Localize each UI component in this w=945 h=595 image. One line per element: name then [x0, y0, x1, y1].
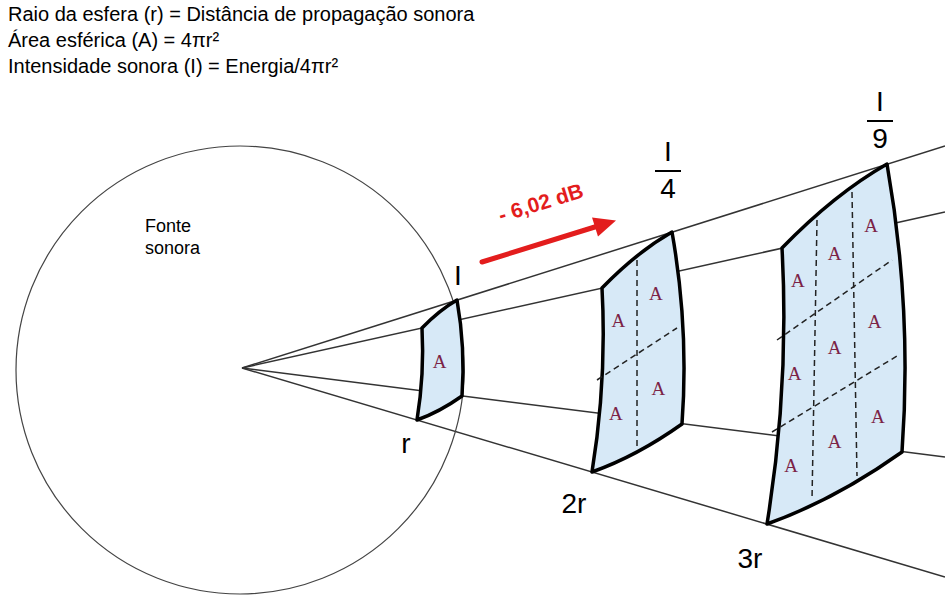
distance-label: 3r [738, 545, 763, 573]
source-label: Fonte sonora [145, 216, 219, 259]
sphere-circle: Fonte sonora [15, 145, 465, 595]
formula-line: Área esférica (A) = 4πr² [8, 30, 219, 50]
area-letter: A [828, 432, 842, 451]
sphere-patch: A [405, 288, 476, 432]
sphere-patch: A A A A [580, 220, 696, 484]
formula-line: Intensidade sonora (I) = Energia/4πr² [8, 56, 338, 76]
grid-line [852, 192, 857, 476]
fraction-bar [655, 170, 681, 172]
grid-line [597, 328, 677, 380]
area-letter: A [791, 271, 805, 290]
patch-group [592, 232, 684, 472]
grid-line [636, 260, 638, 448]
intensity-label: I [454, 262, 462, 290]
area-letter: A [788, 364, 802, 383]
patch-outline [592, 232, 684, 472]
distance-label: r [401, 430, 410, 458]
sphere-outline [16, 146, 464, 594]
area-letter: A [864, 216, 878, 235]
fraction-bar [867, 120, 893, 122]
sphere-patch: A A A A A A A A A [755, 152, 916, 536]
patch-outline [767, 164, 905, 524]
patch-shape [580, 220, 696, 484]
fraction-denominator: 4 [660, 175, 676, 203]
circle-outline [15, 145, 465, 595]
area-letter: A [828, 338, 842, 357]
area-letter: A [649, 284, 663, 303]
area-letter: A [651, 379, 665, 398]
patch-group [767, 164, 905, 524]
patch-group [417, 300, 463, 420]
distance-label: 2r [562, 490, 587, 518]
grid-line [777, 260, 892, 340]
area-letter: A [609, 404, 623, 423]
area-letter: A [868, 312, 882, 331]
area-letter: A [611, 311, 625, 330]
area-letter: A [784, 456, 798, 475]
grid-line [772, 356, 897, 432]
patch-outline [417, 300, 463, 420]
grid-line [812, 220, 817, 500]
arrow-head [592, 218, 616, 237]
fraction-denominator: 9 [872, 125, 888, 153]
attenuation-label: - 6,02 dB [496, 179, 586, 225]
area-letter: A [871, 407, 885, 426]
fraction-numerator: I [664, 138, 672, 166]
fraction-numerator: I [876, 88, 884, 116]
attenuation-arrow [482, 226, 598, 262]
area-letter: A [433, 352, 447, 371]
area-letter: A [828, 244, 842, 263]
formula-line: Raio da esfera (r) = Distância de propag… [8, 4, 474, 24]
